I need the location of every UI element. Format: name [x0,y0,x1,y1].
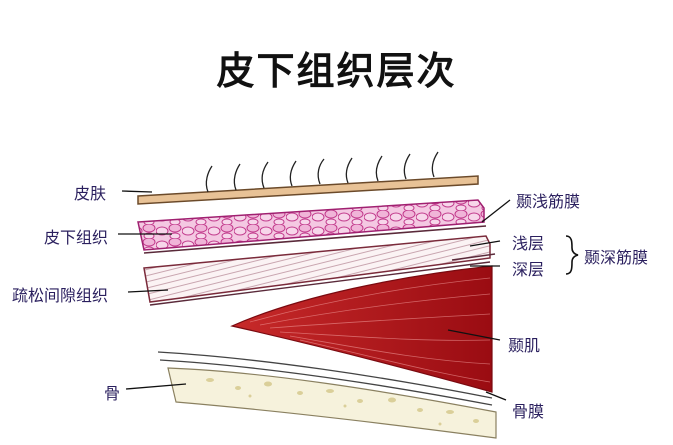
page-title: 皮下组织层次 [216,49,457,93]
bone-layer [167,367,497,439]
periosteum-line-2 [159,359,493,406]
label-deep-layer: 深层 [512,260,545,279]
label-superficial-temporal-fascia: 颞浅筋膜 [516,192,581,211]
temporalis-muscle [230,265,493,393]
label-temporalis-muscle: 颞肌 [508,336,541,355]
periosteum-line [157,351,493,399]
muscle-fibers [249,277,491,383]
bone-texture [206,378,479,426]
label-periosteum: 骨膜 [512,402,545,421]
label-subcutaneous: 皮下组织 [44,228,109,247]
skin-layer [137,175,479,205]
subcutaneous-fat-layer [137,199,485,251]
label-bone: 骨 [104,384,121,403]
label-superficial-layer: 浅层 [512,234,545,253]
label-loose-areolar: 疏松间隙组织 [12,286,109,305]
superficial-fascia-line [143,225,487,254]
loose-areolar-layer [143,235,491,303]
deep-fascia-deep-line [451,253,496,261]
deep-fascia-superficial-line [149,261,491,306]
deep-fascia-bracket [565,235,579,275]
label-skin: 皮肤 [74,184,107,203]
hair-strands [205,151,439,193]
label-deep-temporal-fascia: 颞深筋膜 [584,248,649,267]
leader-lines [118,190,511,401]
